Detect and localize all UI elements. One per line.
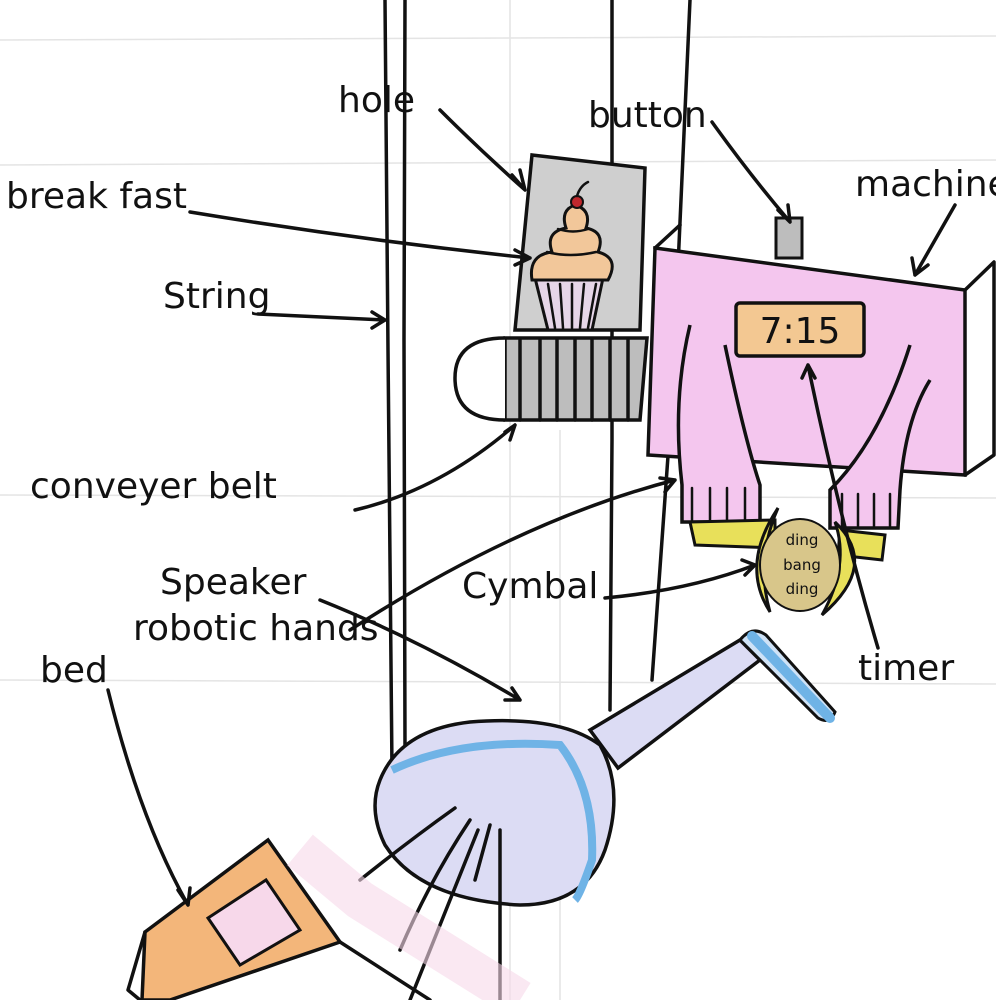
cymbal-sound-2: bang — [783, 556, 821, 574]
cymbal-icon: ding bang ding — [688, 507, 887, 617]
label-timer: timer — [858, 648, 954, 689]
button-icon — [774, 216, 804, 260]
cymbal-sound-1: ding — [786, 531, 819, 549]
label-cymbal: Cymbal — [462, 566, 598, 607]
label-breakfast: break fast — [6, 176, 187, 217]
label-machine: machine — [855, 164, 996, 205]
label-button: button — [588, 95, 707, 136]
label-hole: hole — [338, 80, 415, 121]
label-bed: bed — [40, 650, 108, 691]
conveyor-belt — [453, 336, 649, 422]
label-robotic-hands: robotic hands — [133, 608, 379, 649]
labels: hole button break fast machine String co… — [6, 80, 996, 691]
robotic-hands — [676, 324, 932, 530]
label-conveyer-belt: conveyer belt — [30, 466, 277, 507]
speaker-icon — [358, 629, 837, 1002]
annotation-arrows — [106, 108, 957, 907]
timer-screen: 7:15 — [734, 301, 866, 358]
timer-display-text: 7:15 — [760, 311, 841, 352]
label-string: String — [163, 276, 270, 317]
label-speaker: Speaker — [160, 562, 307, 603]
bed — [126, 834, 531, 1005]
cupcake-icon — [529, 180, 614, 332]
cymbal-sound-3: ding — [786, 580, 819, 598]
